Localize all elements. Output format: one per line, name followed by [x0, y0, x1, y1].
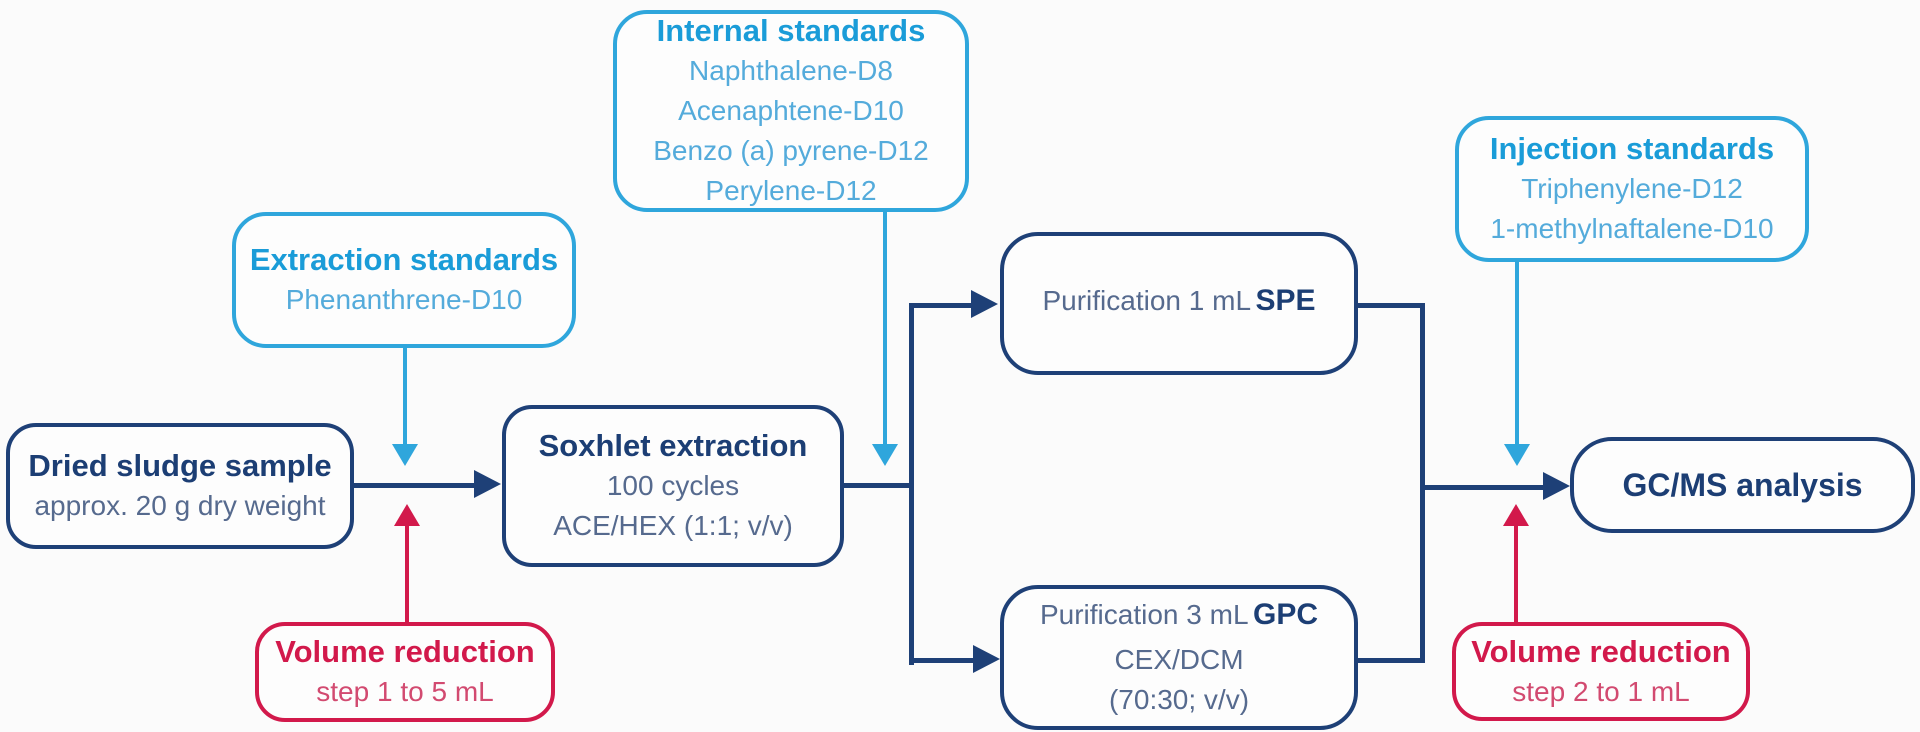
arrow-volume-reduction1-head-icon — [394, 504, 420, 526]
flow-line-branch-to-spe — [909, 303, 971, 308]
node-line-bold: SPE — [1255, 284, 1316, 317]
arrow-internal-standards-line — [883, 212, 887, 446]
arrow-extraction-standards-head-icon — [392, 444, 418, 466]
node-line: ACE/HEX (1:1; v/v) — [553, 510, 793, 541]
arrow-injection-standards-line — [1515, 262, 1519, 446]
node-title: Volume reduction — [1471, 633, 1731, 669]
node-title: GC/MS analysis — [1622, 467, 1863, 503]
node-line: Phenanthrene-D10 — [285, 284, 523, 315]
node-line: Purification 3 mL GPC — [1040, 595, 1318, 640]
node-purification-gpc: Purification 3 mL GPC CEX/DCM (70:30; v/… — [1000, 585, 1358, 730]
node-purification-spe: Purification 1 mL SPE — [1000, 232, 1358, 375]
node-line: Purification 1 mL SPE — [1042, 281, 1315, 326]
node-dried-sludge-sample: Dried sludge sample approx. 20 g dry wei… — [6, 423, 354, 549]
node-soxhlet-extraction: Soxhlet extraction 100 cycles ACE/HEX (1… — [502, 405, 844, 567]
node-title: Dried sludge sample — [28, 448, 332, 483]
node-subtitle: step 2 to 1 mL — [1512, 675, 1690, 707]
arrow-volume-reduction2-line — [1514, 524, 1518, 623]
node-line-regular: Purification 1 mL — [1042, 285, 1252, 316]
arrow-volume-reduction2-head-icon — [1503, 504, 1529, 526]
arrowhead-into-soxhlet-icon — [474, 470, 501, 498]
flow-line-soxhlet-to-branch — [844, 483, 914, 488]
arrow-internal-standards-head-icon — [872, 444, 898, 466]
node-title: Volume reduction — [275, 634, 535, 669]
flow-line-sample-to-soxhlet — [354, 483, 479, 488]
node-subtitle: approx. 20 g dry weight — [34, 490, 326, 521]
node-line: Benzo (a) pyrene-D12 — [653, 135, 929, 166]
flow-branch-vertical — [909, 303, 914, 665]
node-title: Injection standards — [1489, 131, 1775, 166]
arrowhead-into-gpc-icon — [973, 645, 1000, 673]
node-line: (70:30; v/v) — [1108, 684, 1250, 715]
arrow-volume-reduction1-line — [405, 524, 409, 623]
node-line: CEX/DCM — [1114, 644, 1244, 675]
node-gcms-analysis: GC/MS analysis — [1570, 437, 1915, 533]
node-line: Perylene-D12 — [705, 175, 877, 206]
node-line: Naphthalene-D8 — [689, 55, 893, 86]
flow-line-gpc-out — [1358, 658, 1425, 663]
node-line: Triphenylene-D12 — [1521, 173, 1743, 204]
arrowhead-into-spe-icon — [971, 290, 998, 318]
flow-line-branch-to-gpc — [909, 658, 973, 663]
node-internal-standards: Internal standards Naphthalene-D8 Acenap… — [613, 10, 969, 212]
node-injection-standards: Injection standards Triphenylene-D12 1-m… — [1455, 116, 1809, 262]
arrowhead-into-gcms-icon — [1543, 472, 1570, 500]
node-extraction-standards: Extraction standards Phenanthrene-D10 — [232, 212, 576, 348]
flow-line-spe-out — [1358, 303, 1425, 308]
node-title: Soxhlet extraction — [538, 428, 808, 463]
arrow-injection-standards-head-icon — [1504, 444, 1530, 466]
arrow-extraction-standards-line — [403, 348, 407, 446]
flow-line-to-gcms — [1420, 485, 1543, 490]
node-title: Extraction standards — [249, 242, 559, 277]
node-volume-reduction-step2: Volume reduction step 2 to 1 mL — [1452, 622, 1750, 721]
node-line-bold: GPC — [1252, 598, 1318, 631]
node-subtitle: step 1 to 5 mL — [316, 676, 494, 707]
node-title: Internal standards — [656, 13, 926, 48]
node-line: 1-methylnaftalene-D10 — [1490, 213, 1774, 244]
node-volume-reduction-step1: Volume reduction step 1 to 5 mL — [255, 622, 555, 722]
node-line: 100 cycles — [606, 470, 740, 501]
node-line: Acenaphtene-D10 — [678, 95, 904, 126]
flow-collector-vertical — [1420, 303, 1425, 663]
node-line-regular: Purification 3 mL — [1039, 599, 1249, 630]
